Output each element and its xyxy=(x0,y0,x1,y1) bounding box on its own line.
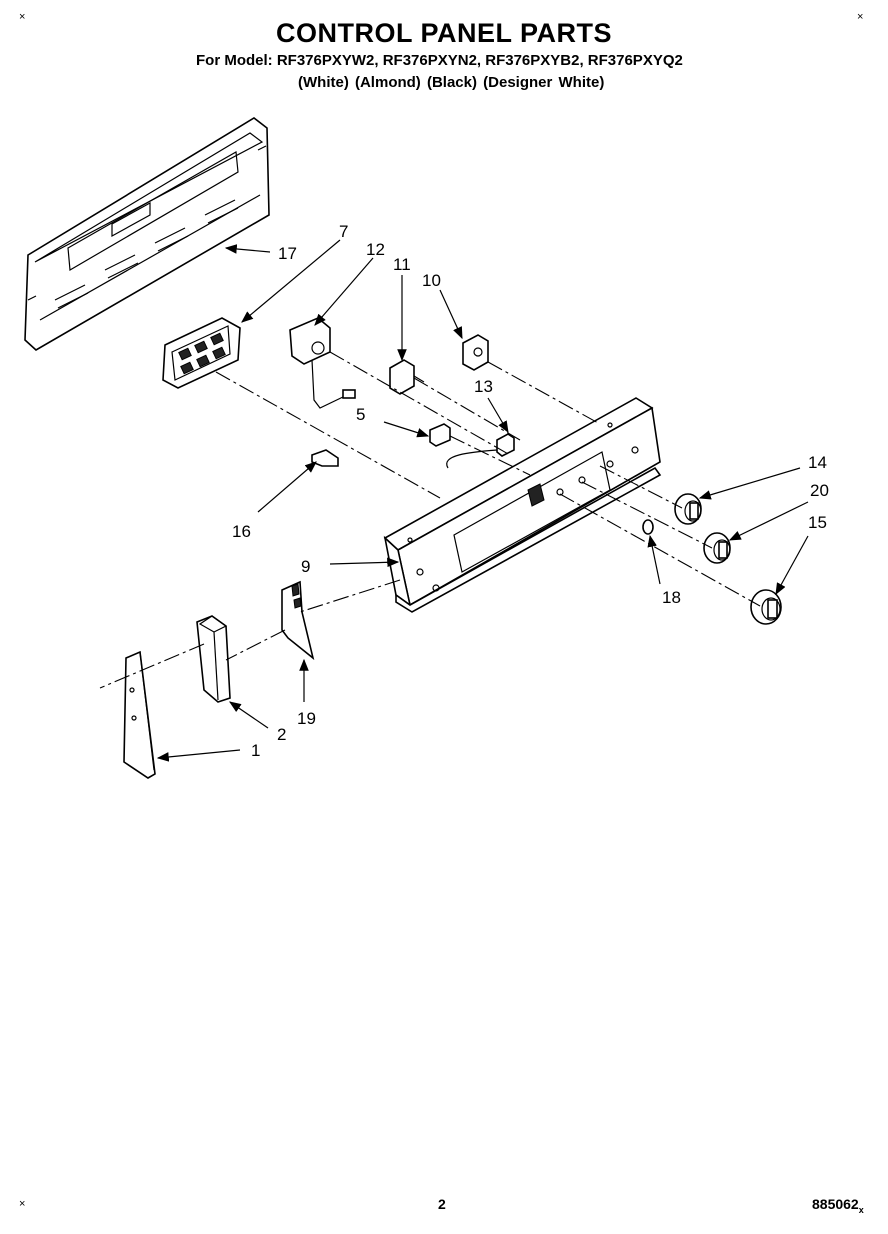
control-panel-part-9 xyxy=(383,397,662,613)
callout-20: 20 xyxy=(810,481,829,500)
connector-part-5 xyxy=(429,423,451,447)
corner-mark-bottom-left: × xyxy=(19,1198,26,1210)
color-variants: (White) (Almond) (Black) (Designer White… xyxy=(298,74,605,91)
document-number-suffix: x xyxy=(858,1204,864,1215)
callout-17: 17 xyxy=(278,244,297,263)
callout-18: 18 xyxy=(662,588,681,607)
callout-14: 14 xyxy=(808,453,827,472)
assembly-lines xyxy=(99,351,761,689)
callout-5: 5 xyxy=(356,405,365,424)
callout-2: 2 xyxy=(277,725,286,744)
callout-11: 11 xyxy=(393,255,411,274)
model-numbers: For Model: RF376PXYW2, RF376PXYN2, RF376… xyxy=(196,52,683,69)
callout-13: 13 xyxy=(474,377,493,396)
page-title: CONTROL PANEL PARTS xyxy=(275,18,613,48)
callout-12: 12 xyxy=(366,240,385,259)
callout-1: 1 xyxy=(251,741,260,760)
callout-19: 19 xyxy=(297,709,316,728)
callout-10: 10 xyxy=(422,271,441,290)
switch-part-12 xyxy=(289,317,356,409)
callout-7: 7 xyxy=(339,222,348,241)
spacer-part-18 xyxy=(642,519,654,535)
clip-part-16 xyxy=(311,449,339,467)
side-trim-part-1 xyxy=(123,650,156,779)
document-number-value: 885062 xyxy=(812,1196,859,1212)
knob-part-15 xyxy=(750,589,782,625)
corner-mark-top-left: × xyxy=(19,11,26,23)
document-number: 885062x xyxy=(812,1196,864,1215)
callout-16: 16 xyxy=(232,522,251,541)
rear-panel-part-17 xyxy=(24,117,270,351)
callout-9: 9 xyxy=(301,557,310,576)
knob-part-20 xyxy=(703,532,731,564)
knob-part-14 xyxy=(674,493,702,525)
callout-15: 15 xyxy=(808,513,827,532)
callout-labels: 17 7 12 11 10 13 5 16 9 14 20 15 18 19 2… xyxy=(232,222,829,760)
switch-part-10 xyxy=(462,334,489,371)
corner-mark-top-right: × xyxy=(857,11,864,23)
page-number: 2 xyxy=(438,1196,446,1212)
leader-lines xyxy=(156,239,809,762)
bracket-part-19 xyxy=(281,580,315,661)
end-cap-part-2 xyxy=(196,615,231,703)
touch-pad-part-7 xyxy=(162,317,241,389)
